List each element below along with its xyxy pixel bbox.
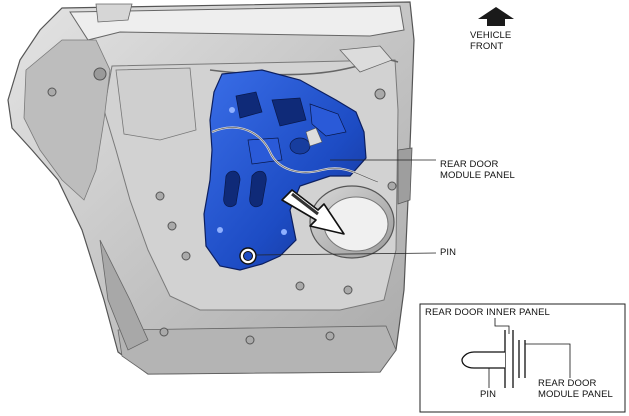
leader-line-pin xyxy=(255,252,437,256)
pin-label: PIN xyxy=(440,247,457,258)
inset-pin-label: PIN xyxy=(480,389,497,400)
inset-inner-panel-label: REAR DOOR INNER PANEL xyxy=(425,307,550,318)
removal-direction-arrow-icon xyxy=(281,189,345,235)
detail-inset xyxy=(419,303,626,413)
rear-door-module-panel-label: REAR DOOR MODULE PANEL xyxy=(440,159,515,181)
vehicle-front-label: VEHICLE FRONT xyxy=(470,30,512,52)
pin xyxy=(239,247,257,265)
inset-module-panel-label: REAR DOOR MODULE PANEL xyxy=(538,378,613,400)
front-direction-arrow-icon xyxy=(478,7,514,26)
rear-door-module-panel xyxy=(203,69,379,271)
